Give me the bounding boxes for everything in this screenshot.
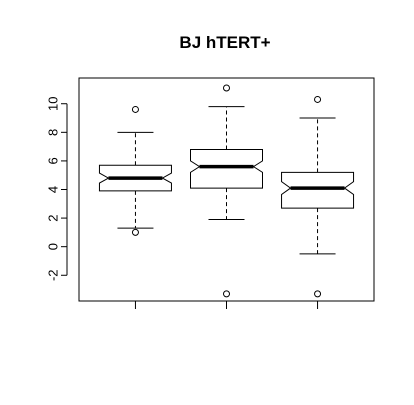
x-axis [134, 301, 319, 309]
outlier-point [131, 105, 139, 113]
outlier-point [314, 290, 322, 298]
y-tick-label: 6 [46, 157, 61, 164]
box-3 [281, 95, 355, 298]
outlier-point [223, 290, 230, 298]
box-body [281, 171, 355, 209]
chart-title: BJ hTERT+ [179, 33, 270, 52]
y-tick-label: 10 [46, 96, 61, 110]
box-2 [190, 84, 263, 298]
outlier-point [131, 228, 139, 236]
y-tick-label: -2 [46, 269, 61, 281]
y-tick-label: 0 [46, 243, 61, 250]
box-1 [98, 105, 172, 236]
y-tick-label: 2 [46, 214, 61, 221]
y-axis: -2 0 2 4 6 8 10 [46, 96, 68, 281]
outlier-point [314, 95, 322, 103]
boxes-group [98, 84, 355, 298]
y-tick-label: 8 [46, 129, 61, 136]
outlier-point [223, 84, 230, 92]
y-tick-label: 4 [46, 186, 61, 193]
box-body [190, 148, 263, 189]
